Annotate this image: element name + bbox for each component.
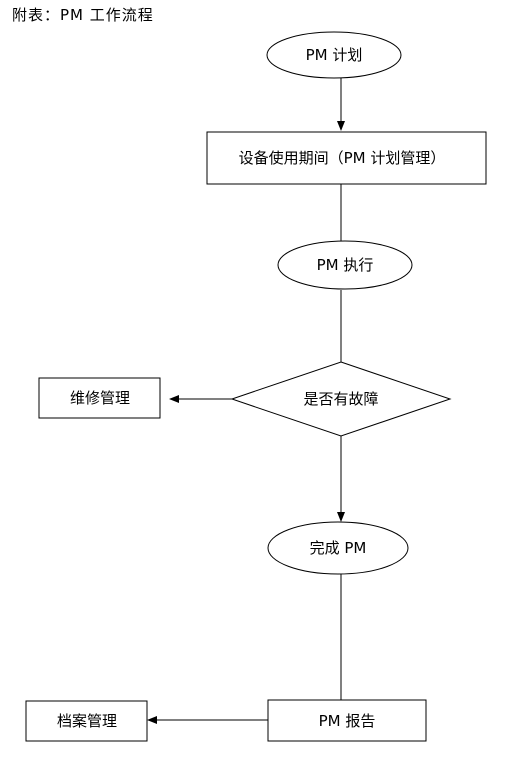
node-repair-management-label: 维修管理: [70, 389, 130, 407]
node-equipment-use-label: 设备使用期间（PM 计划管理）: [239, 149, 446, 167]
node-pm-execute-label: PM 执行: [317, 256, 374, 274]
node-repair-management: 维修管理: [38, 377, 161, 419]
node-archive-management-label: 档案管理: [57, 712, 117, 730]
node-equipment-use: 设备使用期间（PM 计划管理）: [206, 131, 487, 185]
node-pm-plan-label: PM 计划: [306, 46, 363, 64]
node-pm-report-label: PM 报告: [319, 712, 376, 730]
diagram-caption: 附表：PM 工作流程: [12, 6, 154, 24]
node-pm-complete: 完成 PM: [267, 521, 409, 575]
node-archive-management: 档案管理: [25, 700, 148, 742]
node-pm-complete-label: 完成 PM: [310, 539, 367, 557]
node-fault-check: 是否有故障: [230, 361, 452, 437]
node-fault-check-label: 是否有故障: [303, 390, 378, 408]
node-pm-execute: PM 执行: [277, 240, 413, 290]
node-pm-plan: PM 计划: [266, 31, 402, 79]
node-pm-report: PM 报告: [267, 699, 427, 742]
